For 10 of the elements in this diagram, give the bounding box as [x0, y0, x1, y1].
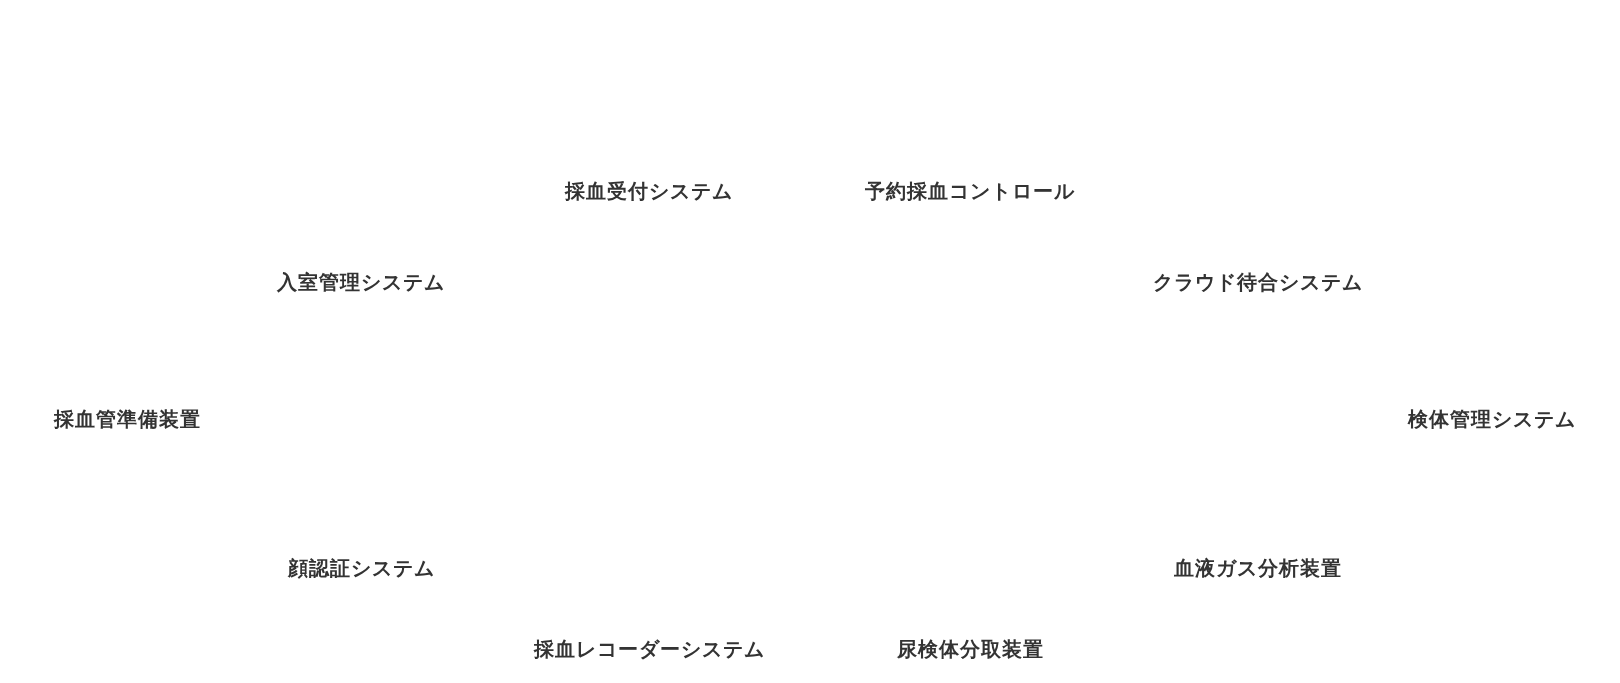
label-text: 採血レコーダーシステム	[533, 635, 765, 663]
label-text: 検体管理システム	[1408, 405, 1576, 433]
label-text: 入室管理システム	[277, 268, 445, 296]
label-text: 採血管準備装置	[53, 405, 201, 433]
label-text: 採血受付システム	[565, 177, 733, 205]
label-text: 血液ガス分析装置	[1174, 554, 1342, 582]
label-text: 尿検体分取装置	[896, 635, 1044, 663]
label-text: クラウド待合システム	[1153, 268, 1363, 296]
label-text: 顔認証システム	[287, 554, 435, 582]
label-text: 予約採血コントロール	[865, 177, 1075, 205]
